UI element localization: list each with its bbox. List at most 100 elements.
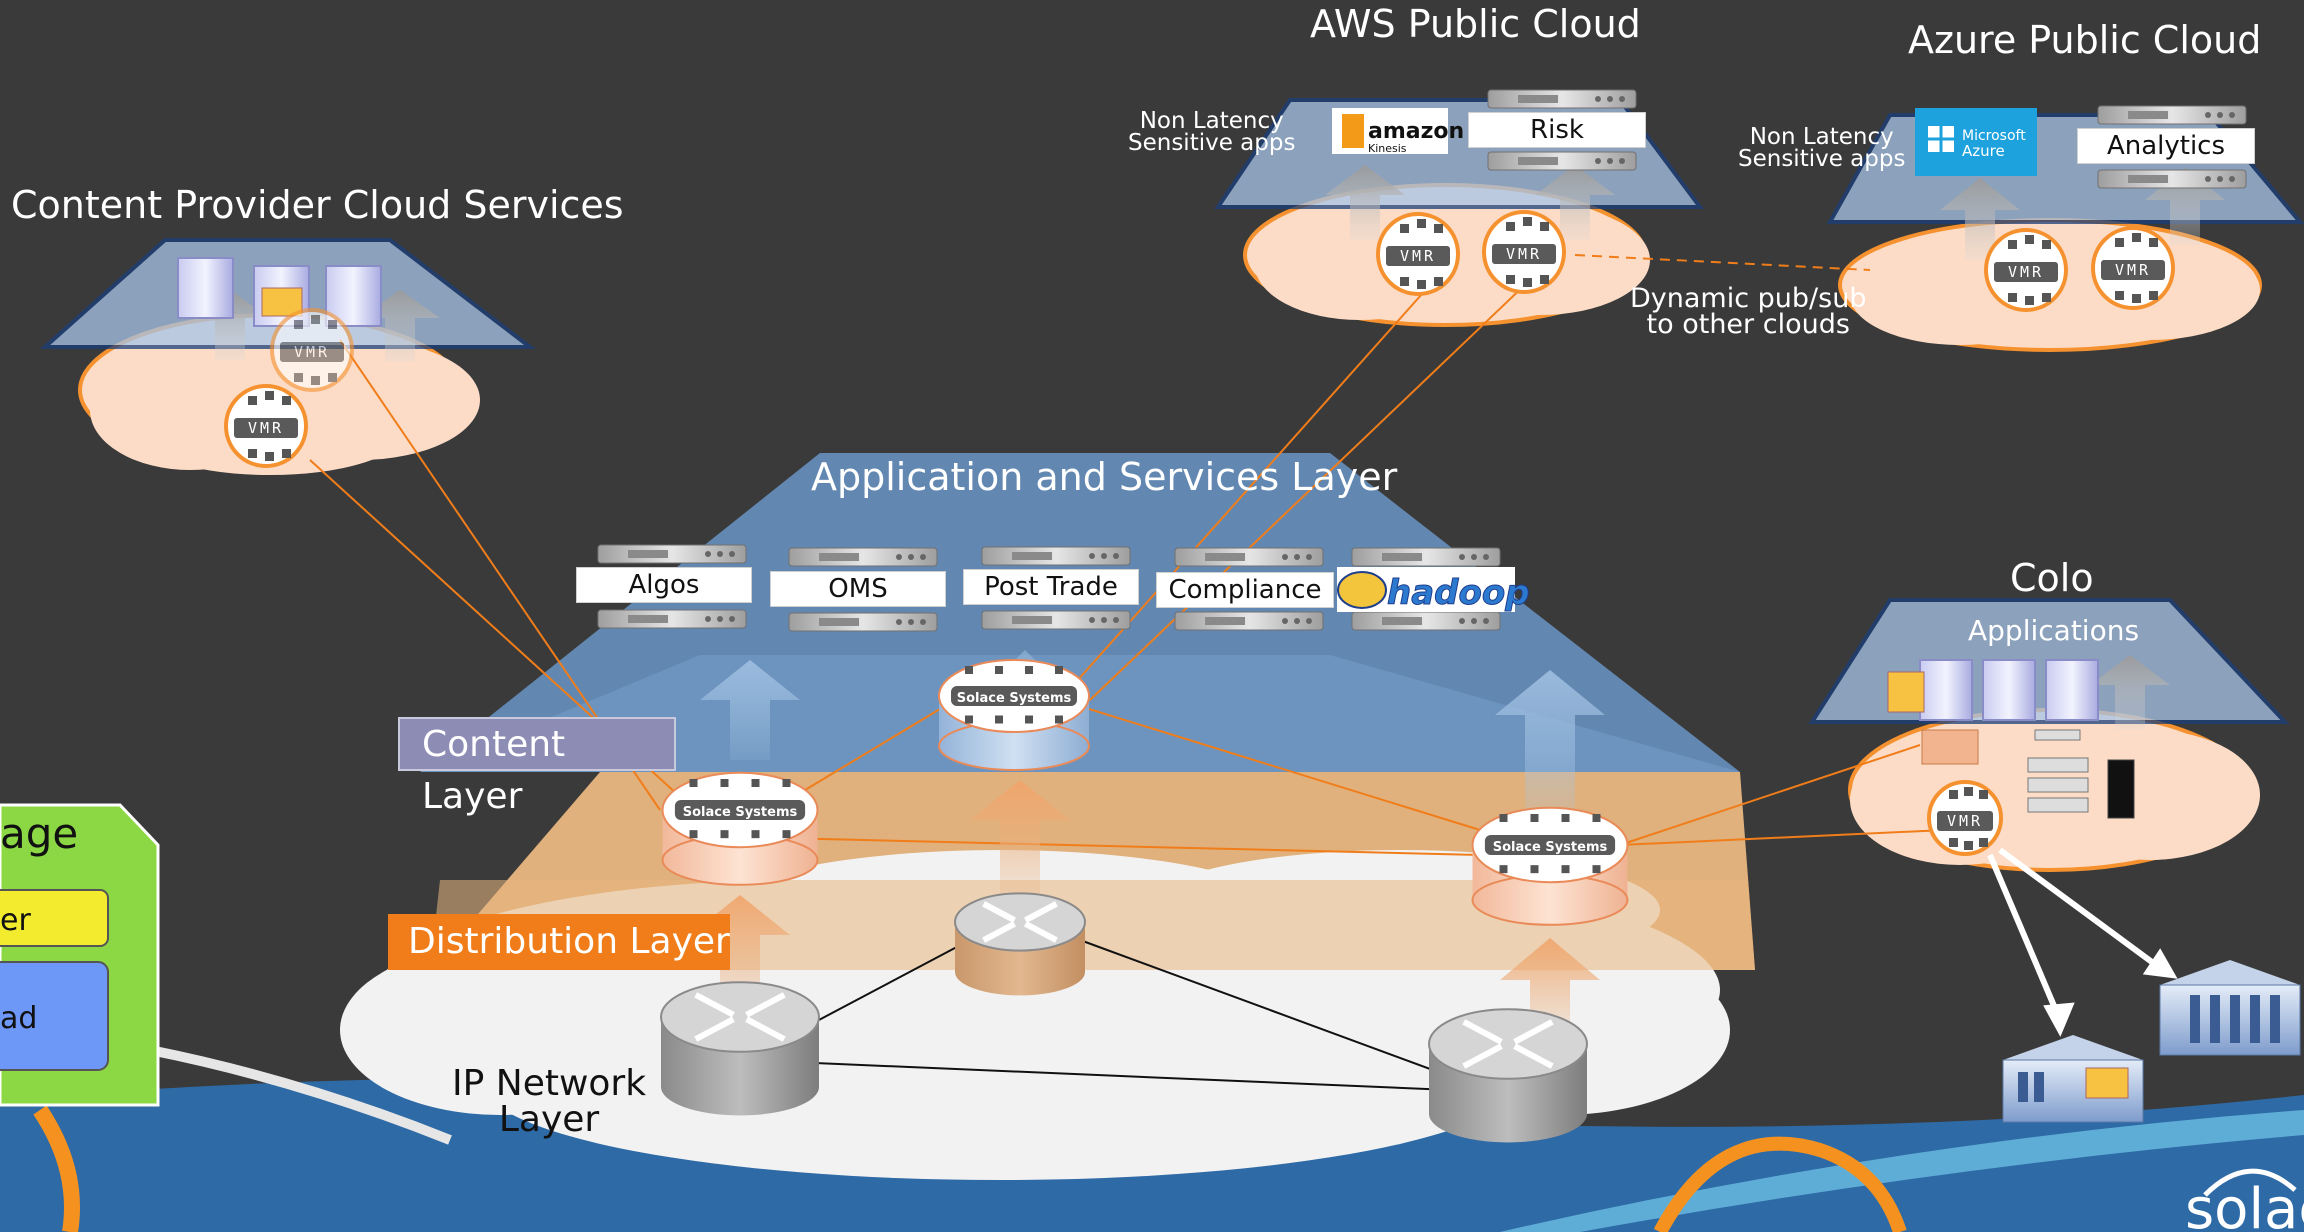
arrow-aws-left [1325,165,1405,240]
analytics-app-label: Analytics [2077,128,2255,164]
pubsub-dashed-link [1574,254,1871,271]
aws-note-line1: Non Latency [1139,108,1284,134]
vmr-port-icon [281,395,291,405]
hadoop-wordmark: hadoop [1387,573,1530,613]
vmr-port-icon [1979,790,1989,800]
rack-switch-icon [2027,797,2089,813]
rack-server-icon [1351,547,1501,567]
colo-applications-label: Applications [1968,614,2140,647]
network-routers [660,892,1588,1143]
risk-app-label: Risk [1468,112,1646,148]
yellow-window-icon [1887,671,1925,713]
ip-network-layer-label: IP Network Layer [452,1066,646,1138]
vmr-label: VMR [1937,811,1993,831]
solace-router-label: Solace Systems [683,805,798,820]
azure-title: Azure Public Cloud [1908,18,2262,62]
vmr-port-icon [265,451,274,461]
vmr-port-icon [2132,233,2141,243]
vmr-node-content-provider-top: VMR [270,308,354,392]
distribution-layer-tag: Distribution Layer [388,914,730,970]
pubsub-note: Dynamic pub/sub to other clouds [1630,283,1867,340]
server-box-icon [177,257,234,319]
app-layer-title: Application and Services Layer [811,455,1398,499]
vmr-port-icon [2008,292,2018,302]
vmr-port-icon [2025,295,2034,305]
vmr-port-icon [311,375,320,385]
azure-note-line1: Non Latency [1749,124,1894,150]
hadoop-logo: hadoop [1337,567,1530,614]
ip-network-line2: Layer [498,1099,600,1140]
vmr-port-icon [2115,290,2125,300]
rack-server-icon [981,546,1131,566]
vmr-port-icon [1979,838,1989,848]
rack-server-icon [981,610,1131,630]
orange-links [309,254,1946,856]
ip-router-left [660,981,820,1116]
colo-servers [1887,659,2135,819]
arrow-compliance [1495,670,1605,820]
solace-app-center: Solace Systems [938,659,1090,771]
vmr-port-icon [248,448,258,458]
legend-mid-text: er [0,903,31,938]
rack-server-icon [597,609,747,629]
colo-title: Colo [2010,556,2094,600]
arrow-algos [700,660,800,760]
azure-note: Non Latency Sensitive apps [1738,124,1906,172]
vmr-label: VMR [280,342,344,362]
aws-note-line2: Sensitive apps [1128,130,1296,156]
vmr-node-azure-left: VMR [1984,228,2068,312]
colo-white-links [1987,847,2178,1037]
legend-top-text: age [0,809,78,858]
post-trade-app-label: Post Trade [963,569,1139,605]
router-arrows-icon [694,992,786,1042]
vmr-node-aws-left: VMR [1376,212,1460,296]
vmr-port-icon [311,315,320,325]
rack-switch-icon [2034,729,2081,741]
kinesis-wordmark: Kinesis [1368,142,1407,155]
rack-server-icon [1487,89,1637,109]
compliance-app-label: Compliance [1156,572,1334,608]
legend-bot-text: ad [0,1001,37,1036]
aws-note: Non Latency Sensitive apps [1128,108,1296,156]
legend-yellow-chip [0,889,109,947]
vmr-port-icon [2008,239,2018,249]
vmr-port-icon [1948,790,1958,800]
solace-brand-logo: solace [2185,1168,2304,1232]
black-links [799,939,1461,1091]
vmr-port-icon [248,395,258,405]
rack-server-icon [1174,611,1324,631]
rack-server-icon [2097,105,2247,125]
vmr-port-icon [2041,239,2051,249]
solace-content-right: Solace Systems [1471,806,1629,926]
vmr-port-icon [1964,841,1973,851]
vmr-port-icon [1433,276,1443,286]
orange-swoosh-left [33,1105,80,1232]
microsoft-wordmark: Microsoft [1962,128,2026,144]
server-box-icon [2045,659,2099,721]
ip-router-right [1428,1008,1588,1143]
vmr-label: VMR [2101,260,2165,280]
microsoft-azure-logo: Microsoft Azure [1915,108,2037,176]
pubsub-note-line1: Dynamic pub/sub [1630,283,1867,314]
content-provider-servers [177,257,382,327]
solace-router-label: Solace Systems [957,691,1072,706]
amazon-wordmark: amazon [1368,119,1464,144]
vmr-port-icon [2148,237,2158,247]
vmr-port-icon [327,319,337,329]
white-swoosh [149,1045,452,1145]
solace-wordmark: solace [2185,1177,2304,1232]
rack-server-icon [788,547,938,567]
azure-note-line2: Sensitive apps [1738,146,1906,172]
server-box-icon [1982,659,2036,721]
solace-content-left: Solace Systems [661,771,819,886]
vmr-port-icon [1400,223,1410,233]
legend-fragment: age er ad [0,803,160,1107]
pubsub-note-line2: to other clouds [1646,309,1850,340]
distribution-band-over-cloud [430,880,1755,970]
vmr-port-icon [1948,838,1958,848]
vmr-port-icon [281,448,291,458]
rack-server-icon [1174,547,1324,567]
solace-mini-icon [1921,729,1979,765]
rack-switch-icon [2027,777,2089,793]
